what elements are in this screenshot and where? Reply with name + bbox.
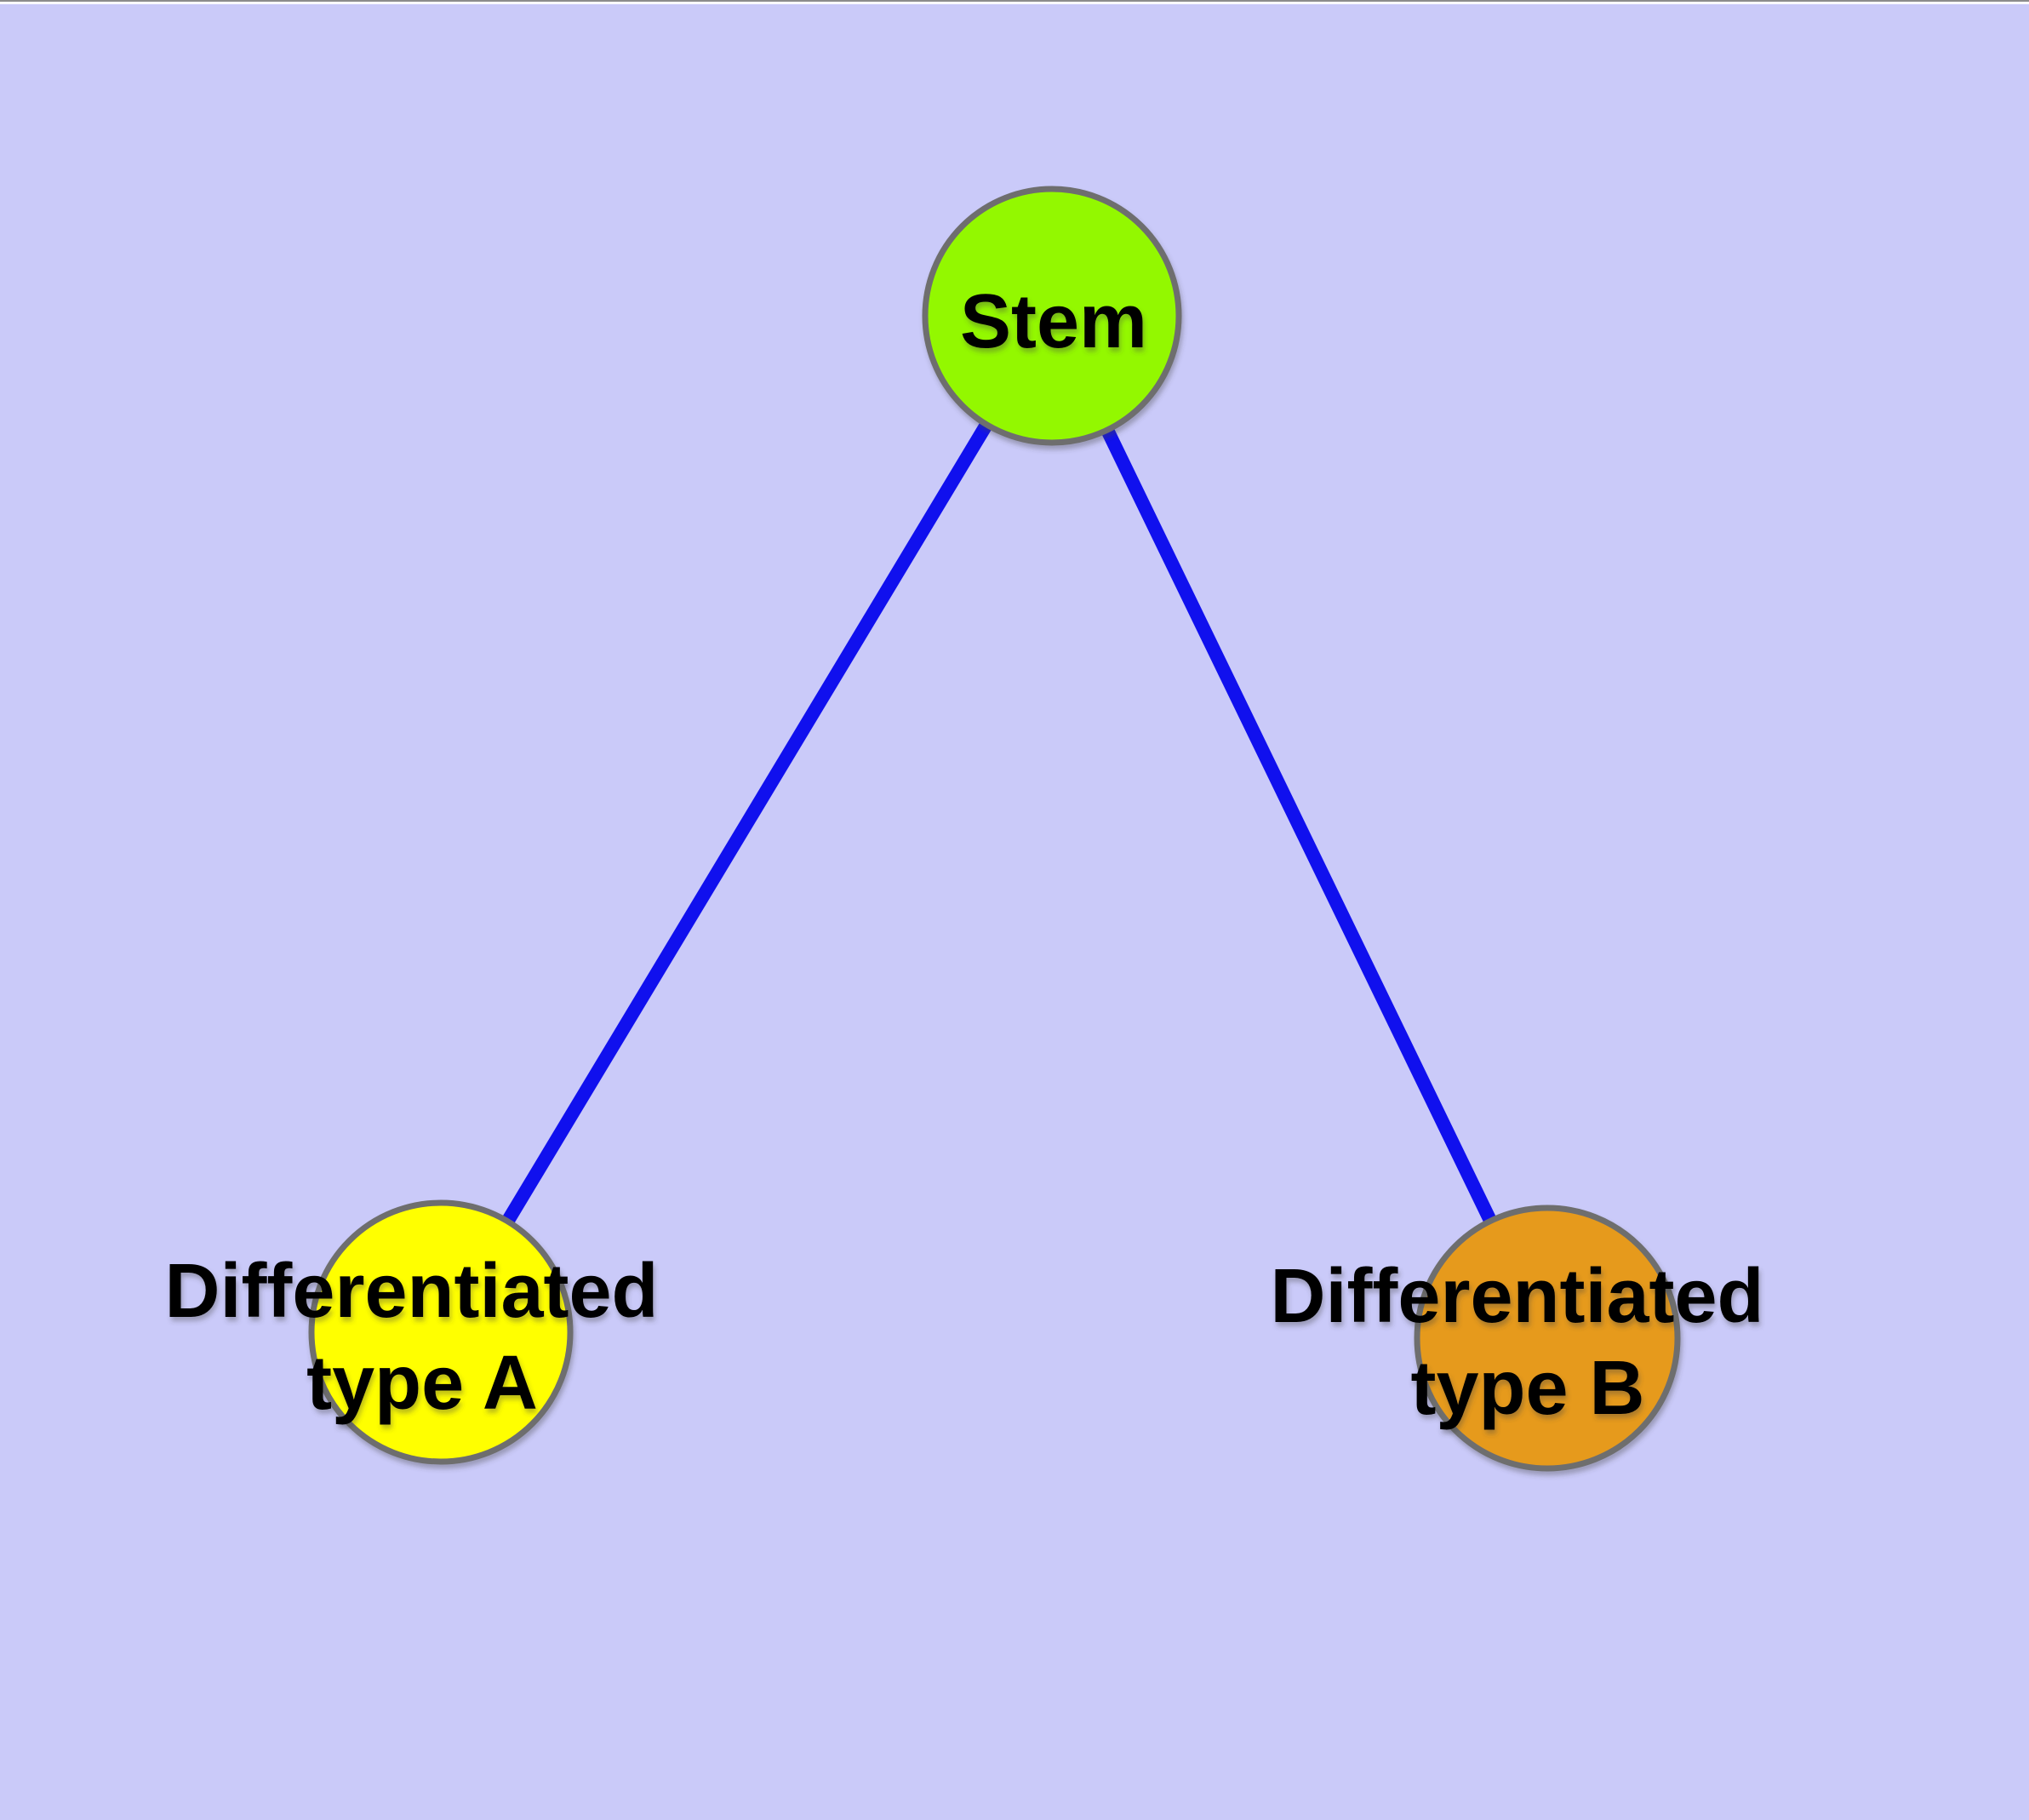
- node-stem-circle: [922, 186, 1182, 446]
- node-type-a-label-line2: type A: [306, 1341, 538, 1426]
- edge-stem-to-type-b: [1045, 312, 1554, 1342]
- node-type-b-label-line1: Differentiated: [1270, 1254, 1763, 1339]
- window-top-border-line: [0, 0, 2029, 2]
- node-type-a-circle: [308, 1199, 574, 1465]
- edge-stem-to-type-a: [435, 312, 1058, 1336]
- node-type-b-label: Differentiated type B: [1270, 1254, 1785, 1431]
- node-type-b-label-line2: type B: [1410, 1346, 1644, 1431]
- node-type-b-circle: [1414, 1205, 1681, 1472]
- window-top-border-strip: [0, 2, 2029, 4]
- node-type-a-label: Differentiated type A: [164, 1249, 679, 1426]
- node-type-a-label-line1: Differentiated: [164, 1249, 658, 1334]
- node-stem-label: Stem: [960, 279, 1147, 364]
